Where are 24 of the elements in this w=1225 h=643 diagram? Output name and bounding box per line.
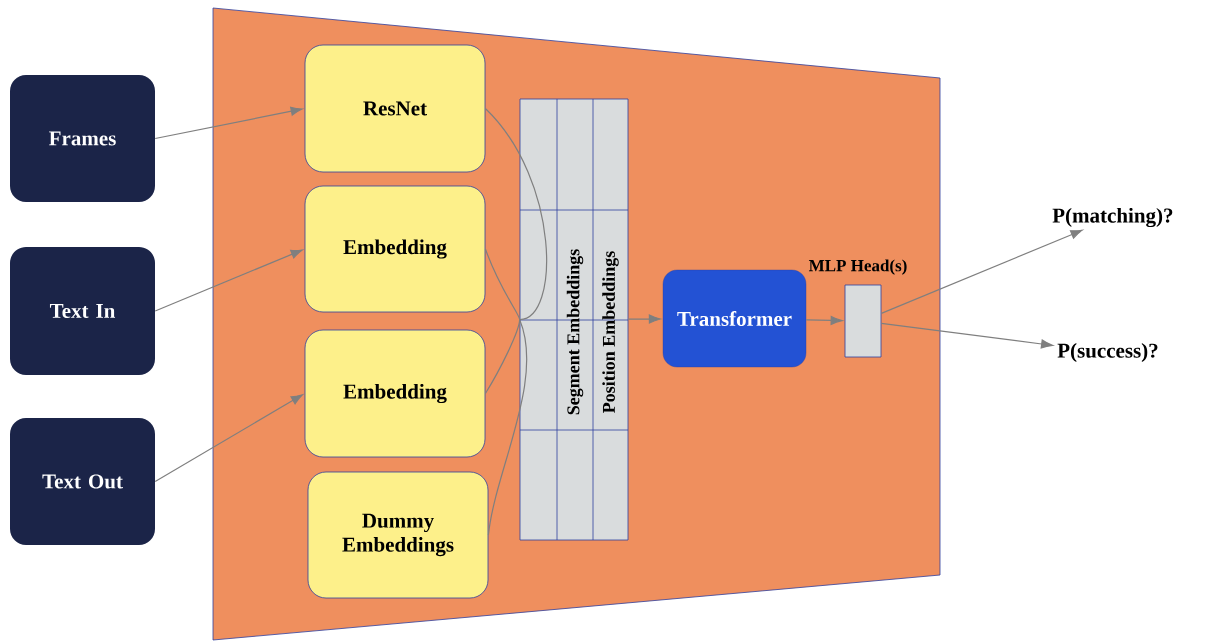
output-label: P(matching)? (1052, 207, 1173, 228)
arrow (880, 322, 1054, 349)
arrow (154, 249, 303, 312)
connector-line (484, 107, 548, 321)
encoder-box: Embedding (304, 185, 486, 313)
arrow (154, 106, 303, 140)
arrow (627, 314, 661, 324)
connector-line (487, 318, 528, 536)
input-box: Frames (10, 75, 155, 202)
input-box: Text Out (10, 418, 155, 545)
input-box: Text In (10, 247, 155, 375)
encoder-box: Dummy Embeddings (307, 471, 489, 599)
output-label: P(success)? (1057, 343, 1158, 363)
arrow (880, 229, 1083, 314)
connector-line (484, 318, 521, 395)
transformer-box: Transformer (662, 269, 807, 368)
mlp-head-box: MLP Head(s) (808, 259, 907, 358)
arrow (805, 315, 843, 325)
embedding-table: Segment Embeddings Position Embeddings (519, 98, 629, 541)
node-label: MLP Head(s) (808, 259, 907, 275)
encoder-box: Embedding (304, 329, 486, 458)
connector-line (484, 248, 521, 321)
encoder-box: ResNet (304, 44, 486, 173)
arrow (154, 394, 303, 483)
